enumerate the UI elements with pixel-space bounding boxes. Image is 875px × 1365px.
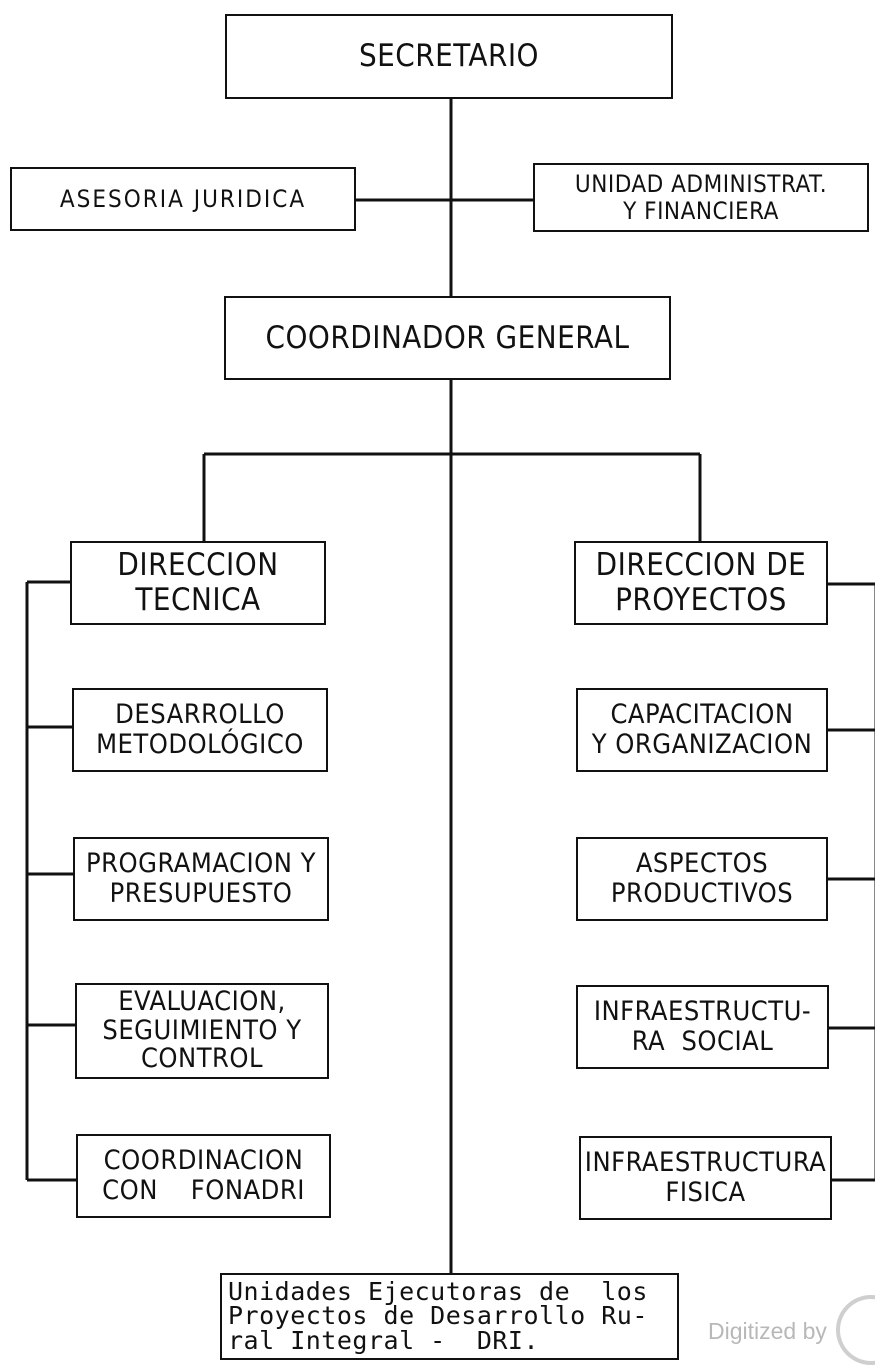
unit-line: METODOLÓGICO: [96, 729, 304, 760]
unit-line: PRESUPUESTO: [109, 878, 293, 909]
direccion-proyectos-line1: DIRECCION DE: [595, 547, 807, 584]
unit-line: EVALUACION,: [118, 986, 286, 1018]
unit-line: Y ORGANIZACION: [591, 729, 813, 760]
asesoria-juridica-box: ASESORIA JURIDICA: [10, 167, 356, 231]
asesoria-juridica-label: ASESORIA JURIDICA: [59, 184, 307, 213]
direccion-tecnica-box: DIRECCION TECNICA: [70, 541, 326, 625]
unidad-admin-line2: Y FINANCIERA: [623, 196, 779, 225]
direccion-proyectos-box: DIRECCION DE PROYECTOS: [574, 541, 828, 625]
unidades-ejecutoras-box: Unidades Ejecutoras de los Proyectos de …: [220, 1273, 679, 1360]
secretario-box: SECRETARIO: [225, 14, 673, 99]
watermark-text: Digitized by: [708, 1318, 827, 1344]
direccion-tecnica-line2: TECNICA: [135, 582, 261, 618]
programacion-presupuesto-box: PROGRAMACION Y PRESUPUESTO: [73, 837, 329, 921]
unit-line: CON FONADRI: [102, 1175, 305, 1206]
desarrollo-metodologico-box: DESARROLLO METODOLÓGICO: [72, 688, 328, 772]
unit-line: ASPECTOS: [635, 847, 769, 879]
unit-line: INFRAESTRUCTURA: [584, 1146, 827, 1178]
aspectos-productivos-box: ASPECTOS PRODUCTIVOS: [576, 837, 828, 921]
unit-line: DESARROLLO: [115, 698, 285, 730]
secretario-label: SECRETARIO: [358, 38, 540, 75]
infraestructura-social-box: INFRAESTRUCTU- RA SOCIAL: [576, 985, 829, 1069]
unit-line: PRODUCTIVOS: [610, 878, 794, 909]
evaluacion-seguimiento-box: EVALUACION, SEGUIMIENTO Y CONTROL: [75, 983, 329, 1079]
unit-line: PROGRAMACION Y: [86, 847, 316, 879]
coordinador-general-box: COORDINADOR GENERAL: [224, 296, 671, 380]
ejecutoras-line2: Proyectos de Desarrollo Ru-: [228, 1301, 648, 1331]
infraestructura-fisica-box: INFRAESTRUCTURA FISICA: [579, 1136, 832, 1220]
ejecutoras-line3: ral Integral - DRI.: [228, 1325, 540, 1355]
unit-line: INFRAESTRUCTU-: [593, 995, 812, 1027]
coordinador-general-label: COORDINADOR GENERAL: [265, 319, 630, 356]
unit-line: CONTROL: [140, 1043, 264, 1075]
ejecutoras-line1: Unidades Ejecutoras de los: [228, 1276, 648, 1306]
capacitacion-organizacion-box: CAPACITACION Y ORGANIZACION: [576, 688, 828, 772]
unidad-admin-line1: UNIDAD ADMINISTRAT.: [574, 169, 828, 198]
unit-line: COORDINACION: [103, 1144, 304, 1176]
direccion-tecnica-line1: DIRECCION: [117, 547, 279, 584]
direccion-proyectos-line2: PROYECTOS: [615, 582, 787, 618]
unit-line: RA SOCIAL: [631, 1026, 774, 1057]
unidad-administrativa-box: UNIDAD ADMINISTRAT. Y FINANCIERA: [533, 163, 869, 232]
unit-line: SEGUIMIENTO Y: [102, 1014, 302, 1046]
unit-line: CAPACITACION: [610, 698, 794, 730]
unit-line: FISICA: [665, 1177, 746, 1208]
coordinacion-fonadri-box: COORDINACION CON FONADRI: [76, 1134, 331, 1218]
